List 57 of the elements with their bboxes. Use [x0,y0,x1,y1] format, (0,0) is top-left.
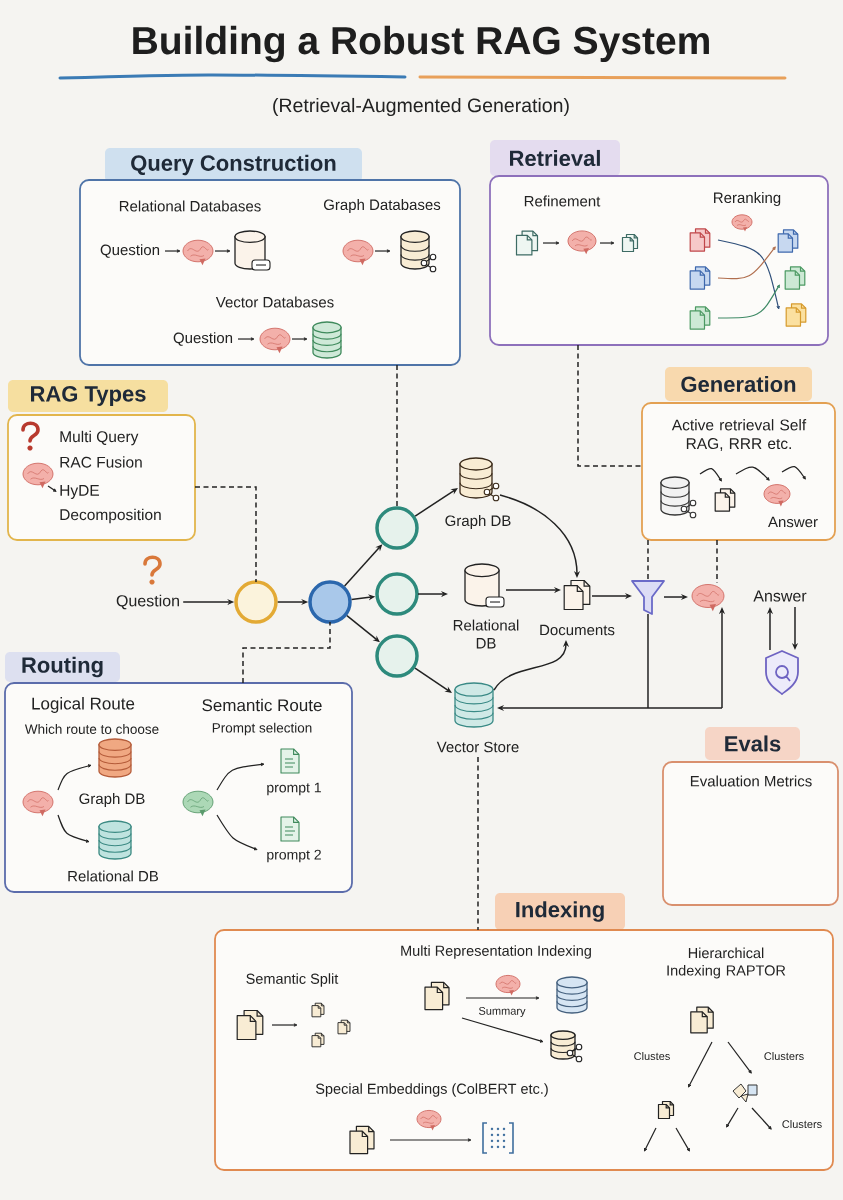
label: Graph DB [79,793,145,807]
shield-icon [765,650,799,695]
label: Documents [540,624,615,636]
label: Semantic Route [202,698,322,712]
arrow [414,667,452,693]
subtitle: (Retrieval-Augmented Generation) [273,97,569,117]
label: Special Embeddings (ColBERT etc.) [315,1083,548,1097]
label: Vector Databases [215,296,334,308]
label: Answer [768,516,818,528]
section-heading: Query Construction [105,148,362,182]
label: Hierarchical Indexing RAPTOR [667,947,786,979]
label: Clusters [782,1119,822,1129]
label: Relational DB [68,870,158,882]
label: Question [173,332,233,346]
label: Multi Query [60,430,139,446]
funnel-icon [631,580,665,615]
label: Semantic Split [246,973,339,987]
label: Graph Databases [323,199,441,213]
label: Active retrieval Self RAG, RRR etc. [671,419,807,451]
section-heading: Generation [665,367,812,401]
label: Relational Databases [119,200,261,212]
dashed-connector [396,364,398,509]
label: Graph DB [445,515,511,529]
section-heading: Routing [5,652,120,682]
label: Clustes [634,1051,670,1061]
label: Logical Route [32,697,135,713]
dashed-connector [647,539,649,581]
section-heading: Indexing [495,893,625,930]
label: prompt 2 [267,849,321,863]
label: Question [100,244,160,258]
label: Vector Store [436,741,519,753]
label: Multi Representation Indexing [401,945,591,959]
section-heading: Evals [705,727,800,760]
connector-line [647,613,649,709]
section-heading: Retrieval [490,140,620,176]
label: Evaluation Metrics [690,775,812,787]
label: Relational DB [453,619,519,649]
label: HyDE [60,485,99,499]
label: Reranking [714,192,781,206]
label: Clusters [764,1051,804,1061]
label: Which route to choose [24,724,159,734]
arrow [414,488,458,517]
label: Summary [478,1007,526,1017]
section-heading: RAG Types [8,380,168,412]
dashed-connector [242,621,331,684]
dashed-connector [477,756,479,931]
label: Question [116,594,179,610]
label: Answer [753,590,807,602]
dashed-connector [194,486,257,583]
arrow [499,494,581,578]
label: prompt 1 [267,782,321,796]
label: Decomposition [60,508,161,524]
dashed-connector [577,344,643,467]
label: Refinement [524,195,601,207]
title: Building a Robust RAG System [133,25,709,63]
label: Prompt selection [212,722,312,736]
label: RAC Fusion [60,456,142,468]
